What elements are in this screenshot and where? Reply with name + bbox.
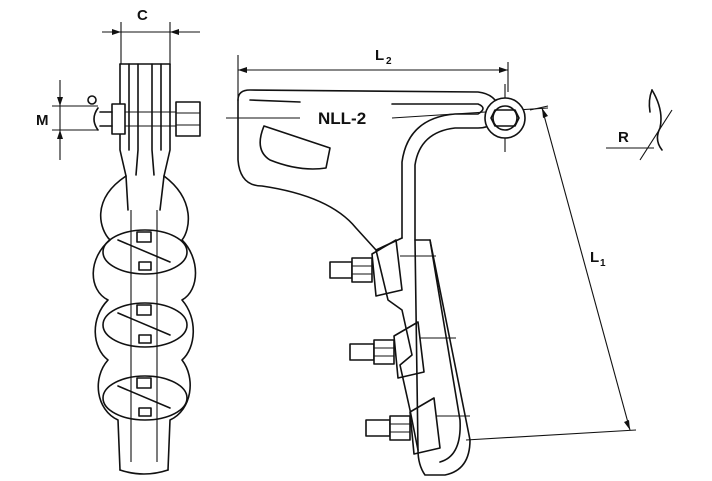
label-l2-subscript: 2 (386, 56, 392, 67)
dimension-c: C (102, 7, 200, 64)
dimension-m: M (36, 80, 98, 160)
nut (175, 101, 201, 137)
label-m: M (36, 112, 49, 129)
model-label: NLL-2 (318, 109, 366, 128)
label-c: C (137, 7, 148, 24)
window-cutout (259, 125, 331, 170)
side-lobes (102, 229, 188, 421)
dimension-l2: L 2 (237, 47, 509, 100)
bolt-head (111, 103, 126, 135)
radius-detail: R (606, 89, 673, 161)
side-view: C M (36, 7, 201, 475)
eye-ring (484, 97, 526, 139)
clamp-bolts (329, 239, 470, 455)
dimension-l1: L 1 (465, 105, 637, 441)
label-l1-subscript: 1 (600, 258, 606, 269)
label-l1: L (590, 249, 599, 266)
front-view: L 2 NLL-2 (226, 47, 637, 476)
label-l2: L (375, 47, 384, 64)
label-r: R (618, 129, 629, 146)
cotter-pin (93, 107, 99, 131)
